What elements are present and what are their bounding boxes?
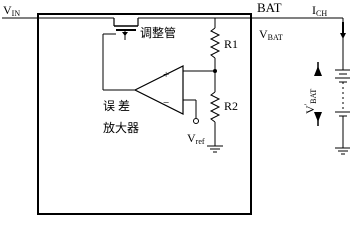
- minus-label: −: [163, 97, 169, 109]
- resistor-r2: [209, 91, 221, 123]
- r1-label: R1: [224, 37, 238, 51]
- r2-label: R2: [224, 99, 238, 113]
- error-amplifier: [133, 65, 184, 115]
- charger-circuit-diagram: VIN BAT VBAT ICH 调整管 R1 R2 + − 误 差 放大器 V…: [2, 0, 350, 215]
- regulator-label: 调整管: [140, 25, 176, 40]
- ich-label: ICH: [312, 3, 327, 18]
- chip-boundary: [37, 13, 252, 215]
- bat-label: BAT: [257, 0, 282, 15]
- resistor-r1: [209, 27, 221, 59]
- vbat-prime-arrows: [314, 62, 322, 126]
- plus-label: +: [163, 69, 169, 81]
- battery-icon: [335, 69, 350, 117]
- vref-terminal: [193, 118, 199, 124]
- amp-label-line2: 放大器: [103, 120, 139, 135]
- vin-label: VIN: [3, 3, 20, 18]
- amp-label-line1: 误 差: [103, 99, 130, 113]
- ground-icon: [207, 145, 223, 153]
- vbat-label: VBAT: [259, 27, 283, 42]
- vref-label: Vref: [187, 131, 205, 146]
- battery-ground-icon: [335, 147, 350, 155]
- regulator-transistor: [102, 18, 139, 60]
- vbat-prime-label: V'BAT: [303, 89, 318, 114]
